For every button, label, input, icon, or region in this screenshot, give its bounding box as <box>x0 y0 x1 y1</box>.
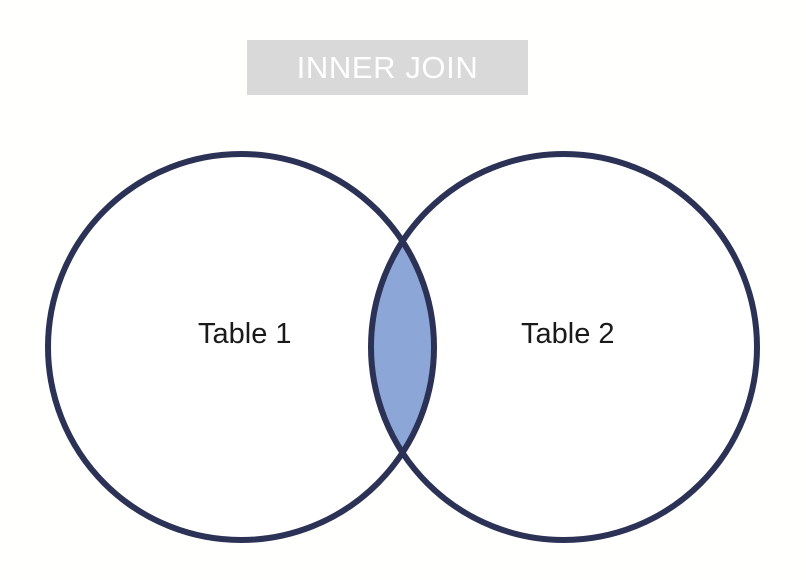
right-circle-fill <box>371 154 757 540</box>
left-circle-outline <box>45 151 437 543</box>
title-banner: INNER JOIN <box>247 40 528 95</box>
left-circle-label: Table 1 <box>198 318 292 350</box>
left-circle-fill <box>48 154 434 540</box>
right-circle-label: Table 2 <box>521 318 615 350</box>
page-title: INNER JOIN <box>296 50 479 85</box>
right-circle-outline <box>368 151 760 543</box>
